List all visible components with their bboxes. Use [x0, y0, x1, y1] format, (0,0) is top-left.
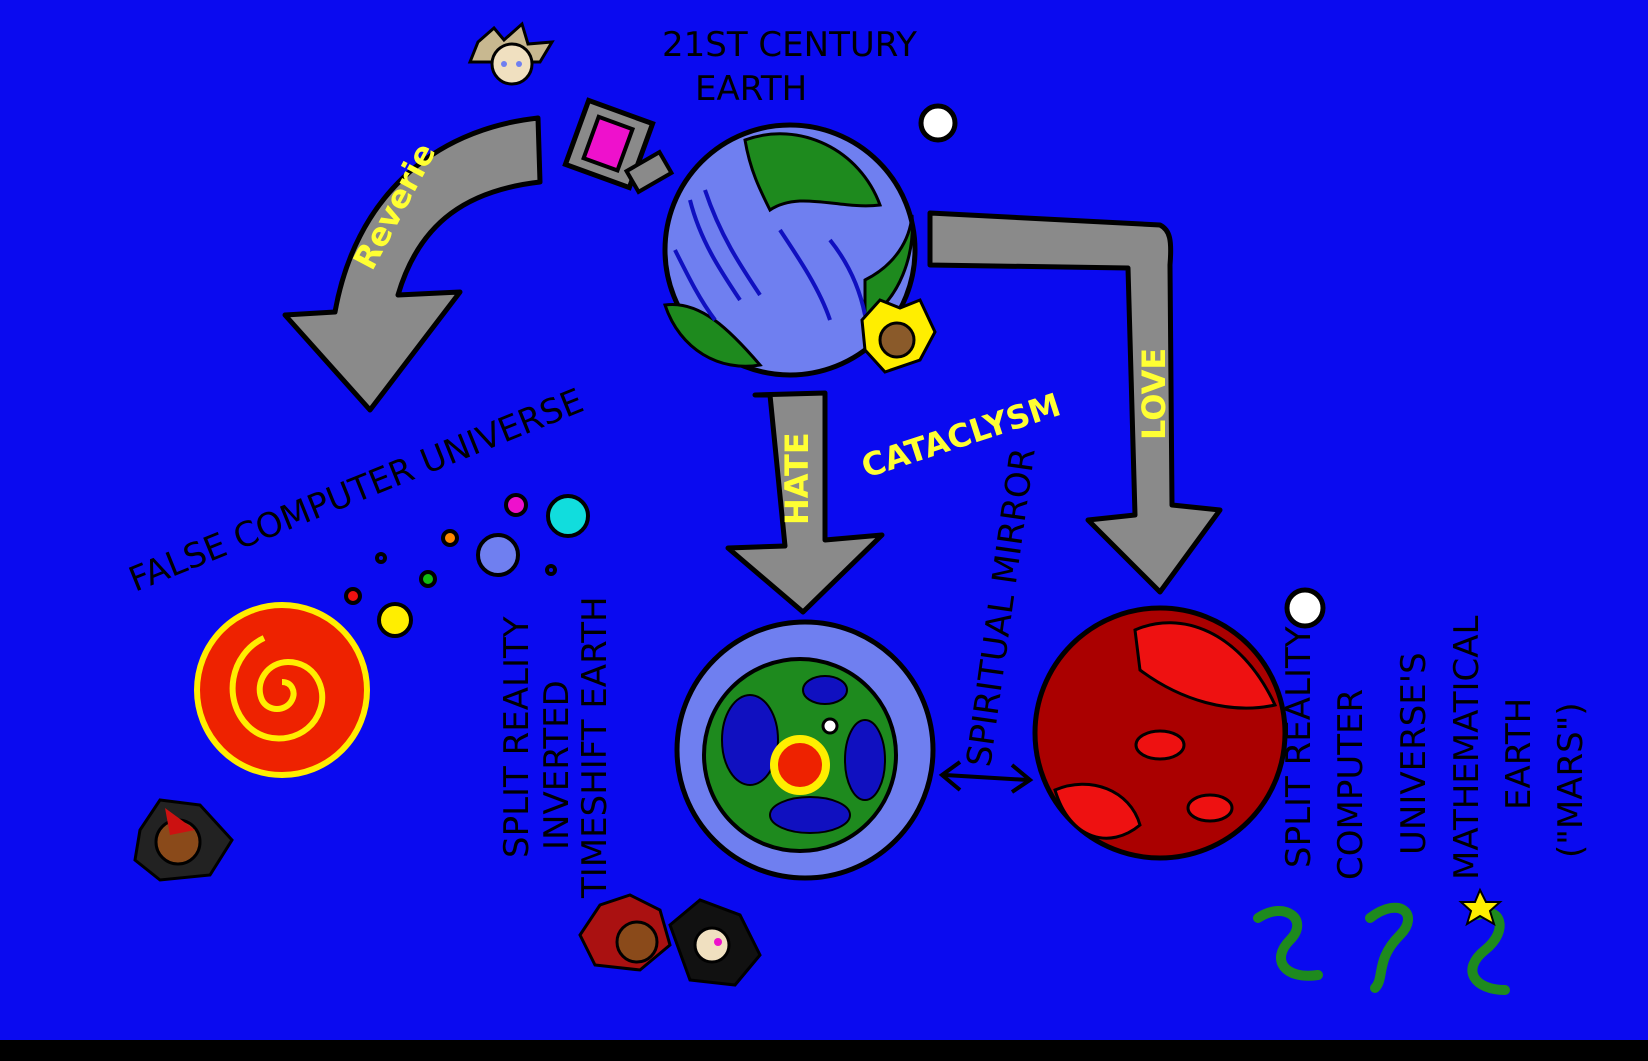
sun-false-universe [194, 493, 590, 778]
label-inverted-line2: INVERTED [537, 680, 577, 850]
bubble-red [344, 587, 362, 605]
label-earth-line1: 21ST CENTURY [662, 25, 917, 65]
mars-highlight [1133, 621, 1278, 710]
bubble-yellow [377, 602, 413, 638]
earth-ocean-strokes [673, 189, 867, 322]
snake-figures [1253, 902, 1510, 995]
planet-bubbles [344, 493, 590, 638]
bubble-tiny-2 [545, 564, 557, 576]
black-bottom-strip [0, 1040, 1648, 1057]
moon-small [918, 103, 958, 143]
label-mars-line5: EARTH [1499, 698, 1539, 810]
label-mars-line2: COMPUTER [1331, 689, 1371, 880]
earth-21st-century [562, 97, 958, 378]
mars-planet [1032, 587, 1326, 861]
label-mars-line1: SPLIT REALITY [1279, 626, 1319, 868]
character-blonde-head [860, 298, 937, 374]
bubble-magenta [504, 493, 528, 517]
bubble-tiny-1 [375, 552, 387, 564]
inverted-earth-moon [821, 717, 839, 735]
character-left-bottom [133, 798, 234, 882]
hate-arrow [725, 390, 885, 615]
sun-spiral [229, 635, 326, 742]
mars-crater-2 [1186, 793, 1234, 823]
bubble-lavender [476, 533, 520, 577]
label-mars-line3: UNIVERSE'S [1394, 652, 1434, 855]
character-top-left-head [467, 21, 555, 86]
earth-land-top [743, 132, 883, 213]
mars-crater-1 [1134, 729, 1186, 761]
satellite-panel [581, 114, 636, 174]
earth-land-bottom [663, 302, 763, 368]
label-mars-line4: MATHEMATICAL [1447, 615, 1487, 880]
label-inverted-line3: TIMESHIFT EARTH [575, 596, 615, 899]
bubble-orange [441, 529, 459, 547]
satellite-arm [623, 149, 675, 195]
love-arrow [927, 210, 1223, 595]
spiritual-mirror-arrow [938, 760, 1034, 794]
reverie-arrow [282, 115, 543, 413]
label-earth-line2: EARTH [695, 69, 807, 109]
inverted-earth [674, 619, 936, 881]
inverted-earth-sun [770, 735, 830, 795]
label-hate: HATE [778, 432, 816, 525]
bubble-cyan [546, 494, 590, 538]
bubble-green [419, 570, 437, 588]
label-inverted-line1: SPLIT REALITY [497, 616, 537, 858]
snake-star [1458, 887, 1503, 927]
inverted-earth-ocean [721, 675, 886, 834]
sun-body [194, 602, 370, 778]
label-love: LOVE [1135, 348, 1173, 440]
mars-moon [1284, 587, 1326, 629]
label-mars-line6: ("MARS") [1551, 702, 1591, 858]
mars-lowland [1053, 782, 1142, 840]
character-pair-bottom [578, 893, 762, 987]
